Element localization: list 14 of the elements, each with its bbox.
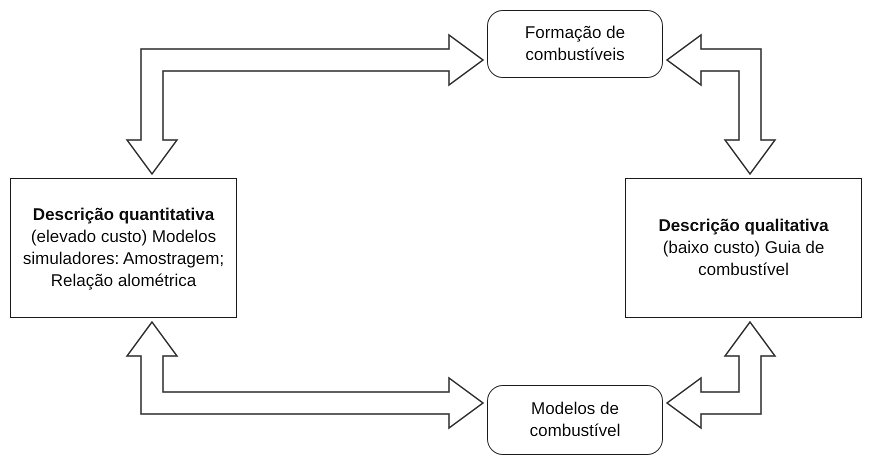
box-text: (baixo custo) Guia de combustível <box>662 236 826 282</box>
box-heading: Descrição quantitativa <box>32 204 214 226</box>
process-box <box>10 178 237 318</box>
process-box <box>625 178 862 318</box>
rounded-box <box>487 10 663 78</box>
box-text: Modelos de combustível <box>528 398 622 442</box>
block-arrow <box>666 34 776 176</box>
box-text: Formação de combustíveis <box>524 22 626 66</box>
box-text: (elevado custo) Modelos simuladores: Amostragem; Relação alométrica <box>22 226 226 292</box>
box-heading: Descrição qualitativa <box>658 214 829 237</box>
block-arrow <box>126 34 484 176</box>
rounded-box <box>487 385 663 455</box>
block-arrow <box>666 320 776 430</box>
block-arrow <box>126 320 484 430</box>
